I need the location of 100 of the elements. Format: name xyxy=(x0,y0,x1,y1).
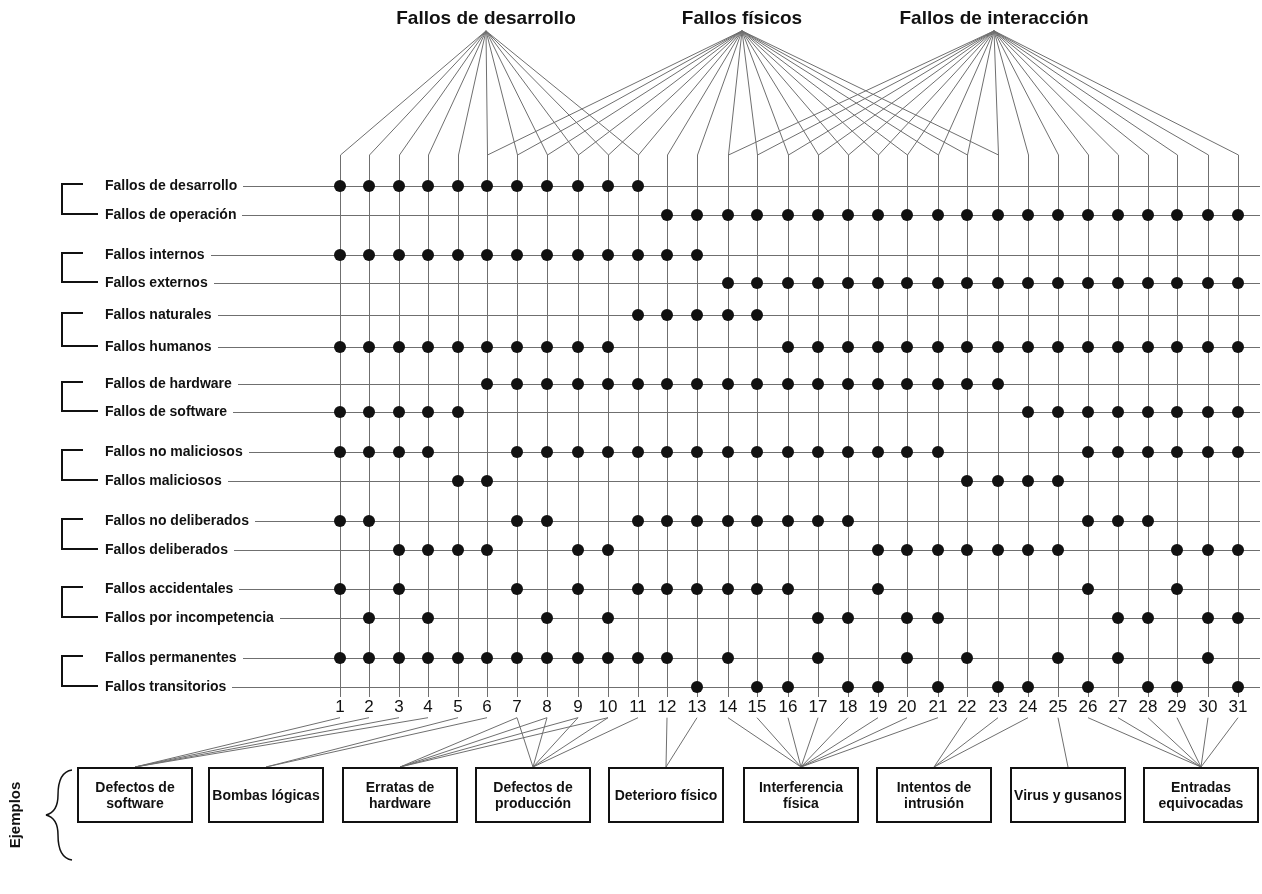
dot xyxy=(992,681,1004,693)
dot xyxy=(812,277,824,289)
connector-line xyxy=(532,717,609,768)
dot xyxy=(334,652,346,664)
dot xyxy=(422,406,434,418)
dot xyxy=(452,341,464,353)
dot xyxy=(393,583,405,595)
column-number: 8 xyxy=(542,698,552,717)
dot xyxy=(961,475,973,487)
dot xyxy=(334,341,346,353)
dot xyxy=(992,277,1004,289)
example-box: Defectos de producción xyxy=(475,767,591,823)
dot xyxy=(1202,544,1214,556)
dot xyxy=(961,209,973,221)
dot xyxy=(691,209,703,221)
connector-line xyxy=(756,717,802,768)
dot xyxy=(722,515,734,527)
dot xyxy=(602,446,614,458)
column-number: 12 xyxy=(657,698,677,717)
connector-line xyxy=(933,717,1029,768)
dot xyxy=(1202,612,1214,624)
example-box: Deterioro físico xyxy=(608,767,724,823)
example-box: Bombas lógicas xyxy=(208,767,324,823)
dot xyxy=(1232,341,1244,353)
dot xyxy=(511,180,523,192)
dot xyxy=(901,446,913,458)
dot xyxy=(602,180,614,192)
dot xyxy=(842,341,854,353)
dot xyxy=(1171,406,1183,418)
connector-line xyxy=(369,30,487,698)
dot xyxy=(1112,515,1124,527)
dot xyxy=(334,406,346,418)
dot xyxy=(1142,209,1154,221)
row-label: Fallos externos xyxy=(105,275,208,291)
dot xyxy=(481,180,493,192)
column-number: 21 xyxy=(928,698,948,717)
dot xyxy=(842,209,854,221)
connector-line xyxy=(532,717,579,768)
column-number: 5 xyxy=(453,698,463,717)
column-number: 15 xyxy=(747,698,767,717)
dot xyxy=(812,612,824,624)
dot xyxy=(511,446,523,458)
dot xyxy=(782,378,794,390)
dot xyxy=(393,652,405,664)
dot xyxy=(661,209,673,221)
dot xyxy=(541,446,553,458)
dot xyxy=(691,515,703,527)
connector-line xyxy=(933,717,999,768)
dot xyxy=(691,378,703,390)
dot xyxy=(961,544,973,556)
row-label: Fallos de hardware xyxy=(105,376,232,392)
dot xyxy=(1232,544,1244,556)
row-label: Fallos no maliciosos xyxy=(105,444,243,460)
dot xyxy=(722,309,734,321)
dot xyxy=(901,209,913,221)
dot xyxy=(722,583,734,595)
dot xyxy=(1112,612,1124,624)
row-label: Fallos de operación xyxy=(105,207,237,223)
dot xyxy=(1082,681,1094,693)
dot xyxy=(812,341,824,353)
dot xyxy=(872,209,884,221)
row-label: Fallos no deliberados xyxy=(105,513,249,529)
dot xyxy=(1142,406,1154,418)
dot xyxy=(1171,277,1183,289)
dot xyxy=(1142,681,1154,693)
dot xyxy=(1052,406,1064,418)
dot xyxy=(363,446,375,458)
dot xyxy=(812,209,824,221)
dot xyxy=(632,652,644,664)
dot xyxy=(1052,341,1064,353)
dot xyxy=(572,341,584,353)
dot xyxy=(572,652,584,664)
connector-line xyxy=(1087,717,1202,768)
dot xyxy=(992,378,1004,390)
dot xyxy=(842,446,854,458)
dot xyxy=(782,341,794,353)
column-number: 9 xyxy=(573,698,583,717)
dot xyxy=(602,612,614,624)
dot xyxy=(782,681,794,693)
connector-line xyxy=(1057,717,1069,768)
connector-line xyxy=(800,717,879,768)
dot xyxy=(1232,446,1244,458)
column-number: 10 xyxy=(598,698,618,717)
dot xyxy=(901,341,913,353)
dot xyxy=(572,249,584,261)
dot xyxy=(812,378,824,390)
dot xyxy=(661,652,673,664)
column-number: 19 xyxy=(868,698,888,717)
dot xyxy=(1082,515,1094,527)
dot xyxy=(1022,475,1034,487)
connector-line xyxy=(697,30,743,698)
dot xyxy=(842,612,854,624)
dot xyxy=(1171,681,1183,693)
dot xyxy=(481,652,493,664)
dot xyxy=(1232,406,1244,418)
dot xyxy=(842,681,854,693)
dot xyxy=(452,652,464,664)
dot xyxy=(661,446,673,458)
connector-line xyxy=(399,30,487,698)
dot xyxy=(481,378,493,390)
